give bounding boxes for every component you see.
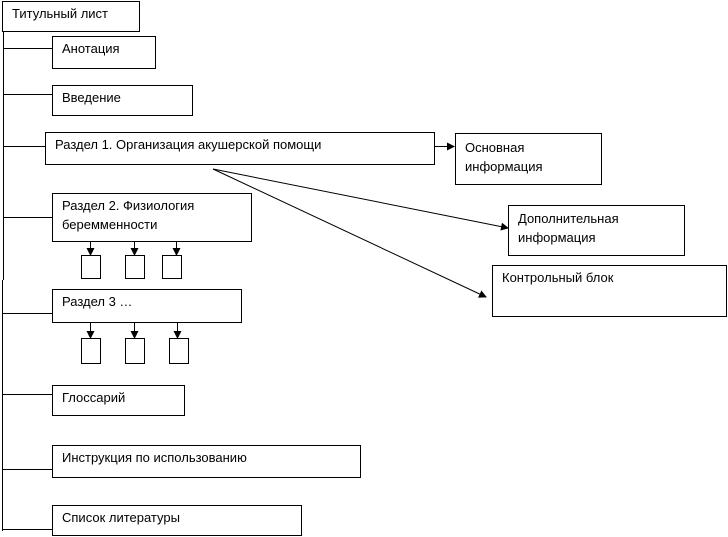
arrow-extra-info <box>212 168 509 231</box>
section2-subpage-3 <box>162 255 182 279</box>
section3-subpage-1 <box>81 338 101 364</box>
section3-box: Раздел 3 … <box>52 289 242 323</box>
main-info-box: Основная информация <box>455 133 602 185</box>
title-page-box: Титульный лист <box>2 1 140 32</box>
section2-subpage-2 <box>125 255 145 279</box>
glossary-box: Глоссарий <box>52 385 185 416</box>
section2-box: Раздел 2. Физиология беремменности <box>52 193 252 242</box>
section1-box: Раздел 1. Организация акушерской помощи <box>45 132 435 165</box>
references-box: Список литературы <box>52 505 302 536</box>
control-block-box: Контрольный блок <box>492 265 727 317</box>
introduction-box: Введение <box>52 85 193 116</box>
annotation-box: Анотация <box>52 36 156 69</box>
section2-subpage-1 <box>81 255 101 279</box>
section3-subpage-3 <box>169 338 189 364</box>
section3-subpage-2 <box>125 338 145 364</box>
instructions-box: Инструкция по использованию <box>52 445 361 478</box>
arrow-control-block <box>212 168 487 298</box>
extra-info-box: Дополнительная информация <box>508 205 685 256</box>
